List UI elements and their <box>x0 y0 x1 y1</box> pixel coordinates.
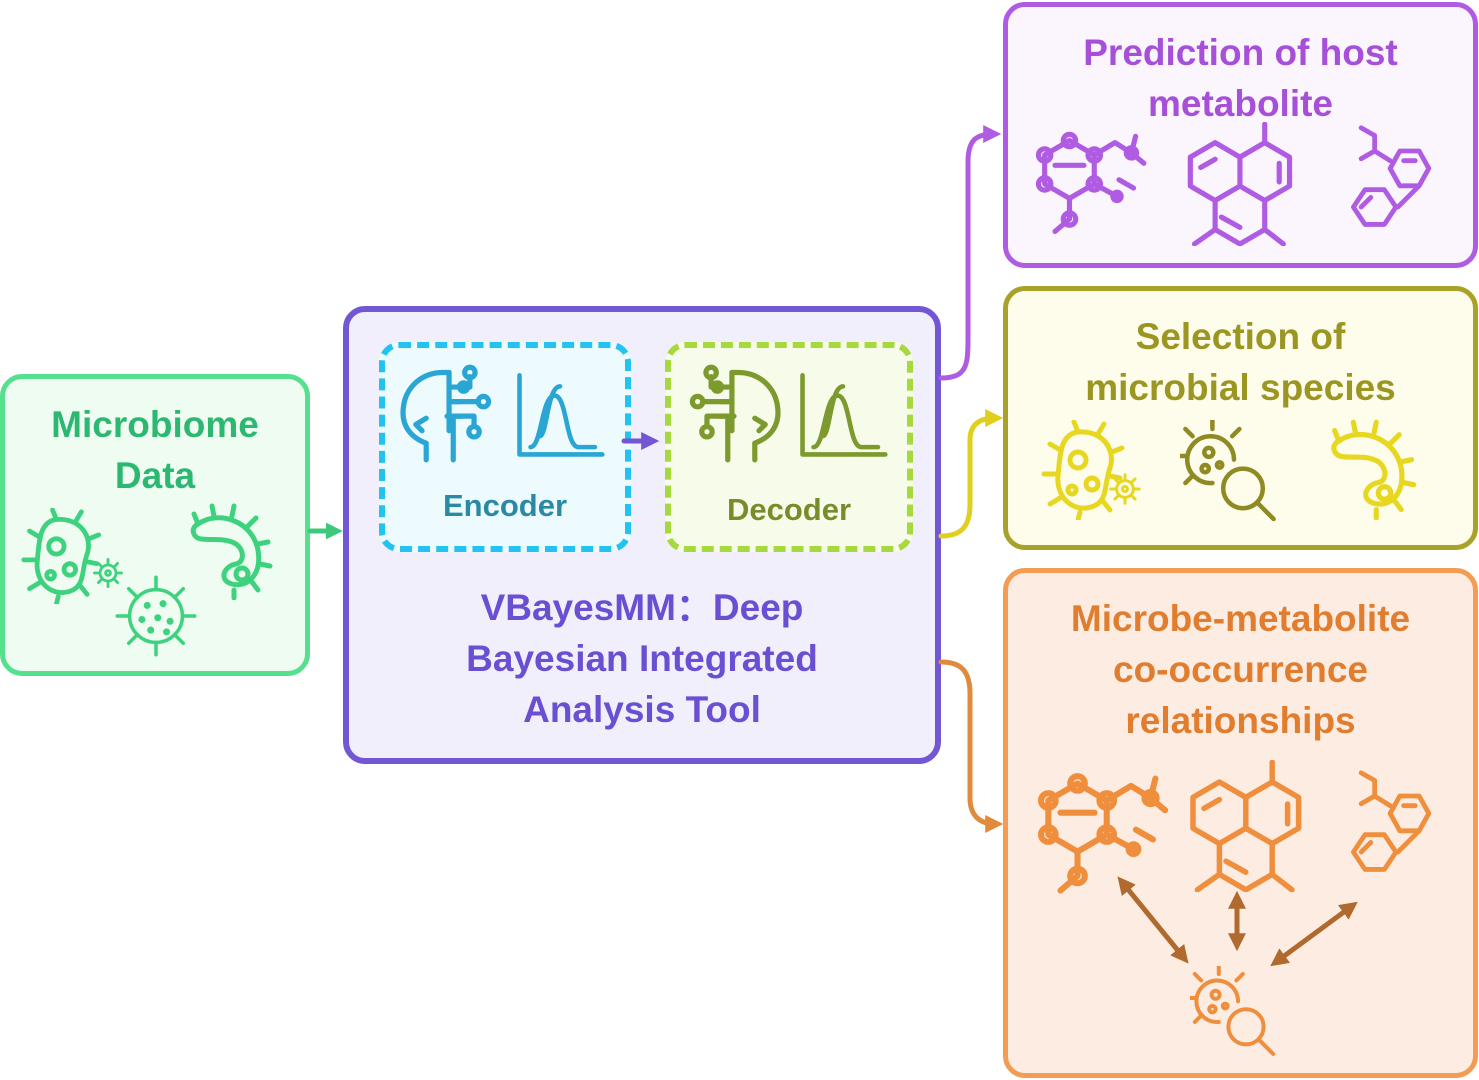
prediction-box: Prediction of host metabolite <box>1003 2 1478 268</box>
vbayesmm-tool-box: Encoder Decoder VBayesMM：Deep Bayesian I… <box>343 306 941 764</box>
tool-to-selection-arrow <box>938 409 1004 539</box>
microbiome-data-box: Microbiome Data <box>0 374 310 676</box>
cooccurrence-box: Microbe-metabolite co-occurrence relatio… <box>1003 568 1478 1078</box>
cooccurrence-title: Microbe-metabolite co-occurrence relatio… <box>1070 598 1411 741</box>
encoder-label: Encoder <box>442 488 568 523</box>
selection-title: Selection of microbial species <box>1085 316 1396 408</box>
decoder-label: Decoder <box>726 492 852 527</box>
microbiome-data-title: Microbiome Data <box>51 404 259 496</box>
encoder-box: Encoder <box>379 342 631 552</box>
prediction-title: Prediction of host metabolite <box>1083 32 1398 124</box>
selection-box: Selection of microbial species <box>1003 286 1478 550</box>
tool-to-prediction-arrow <box>938 125 1002 381</box>
tool-to-cooccurrence-arrow <box>938 659 1004 833</box>
tool-title: VBayesMM：Deep Bayesian Integrated Analys… <box>466 587 818 730</box>
decoder-box: Decoder <box>665 342 913 552</box>
